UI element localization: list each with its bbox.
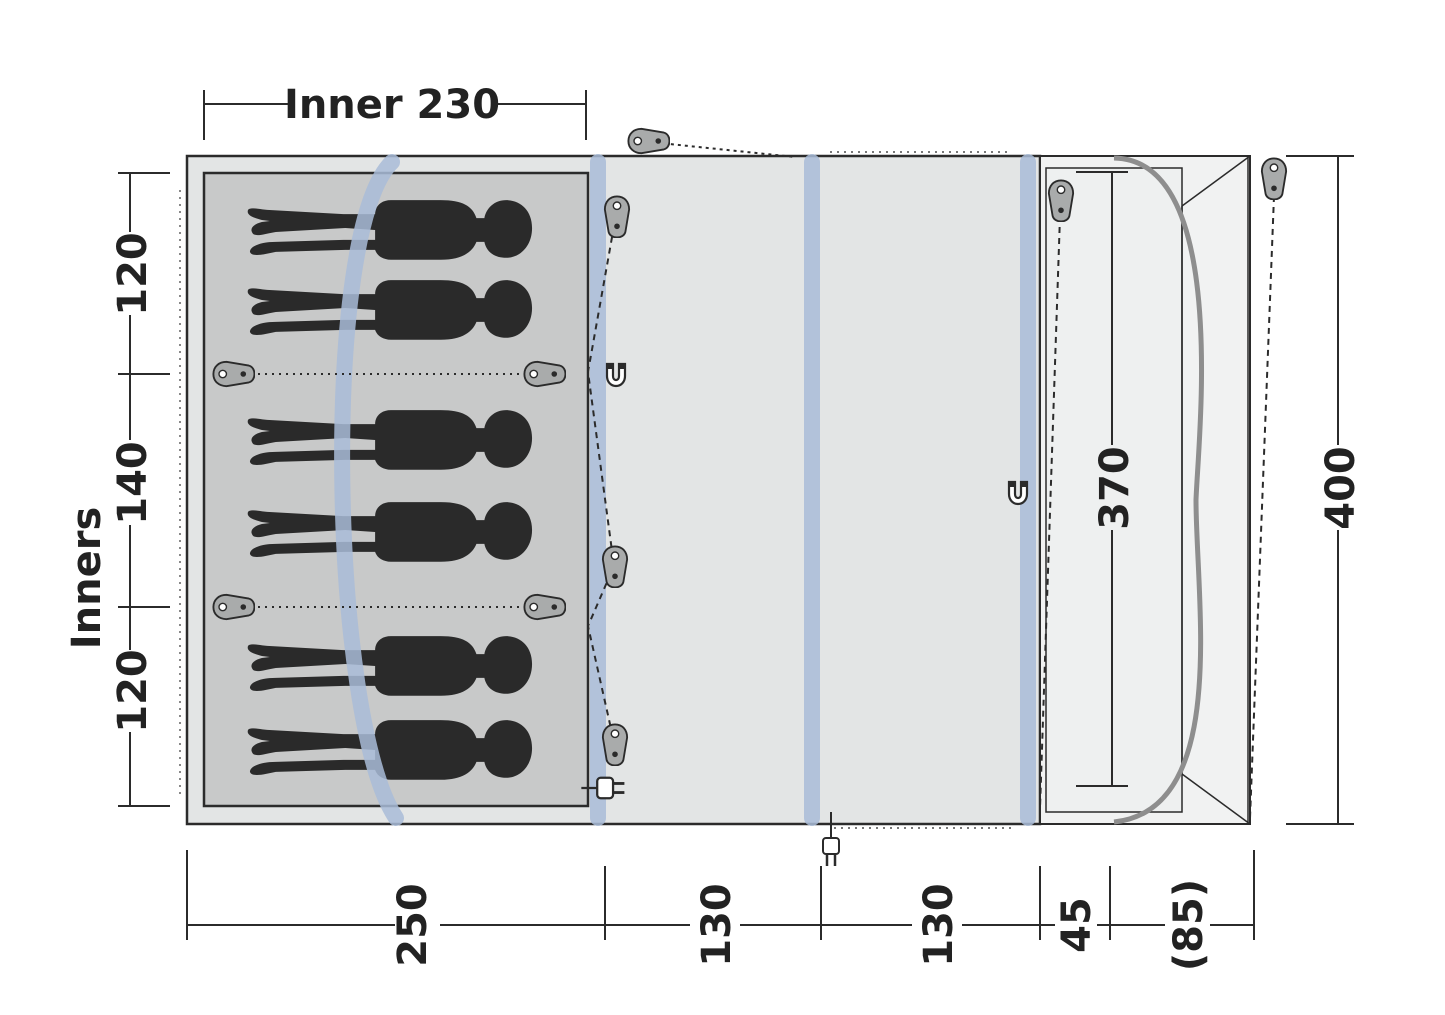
air-beam-curved <box>334 154 404 826</box>
peg-icon <box>603 195 631 238</box>
peg-icon <box>1047 179 1075 222</box>
air-beams <box>334 154 1036 826</box>
power-plug-icon <box>822 812 840 866</box>
peg-icon <box>627 127 670 155</box>
peg-icon <box>523 360 566 388</box>
peg-icon <box>212 360 255 388</box>
peg-icon <box>523 593 566 621</box>
canopy-pole <box>1113 155 1205 825</box>
left-middle-dimension: 140 <box>110 441 156 525</box>
peg-icon <box>601 545 629 588</box>
inners-side-label: Inners <box>64 507 110 650</box>
dimension-lines <box>118 90 1354 940</box>
porch-depth-dimension: 370 <box>1092 446 1138 530</box>
bottom-dimension-1: 250 <box>390 883 436 967</box>
peg-icon <box>212 593 255 621</box>
bottom-dimension-4: 45 <box>1054 897 1100 953</box>
bottom-dimension-2: 130 <box>694 883 740 967</box>
bottom-dimension-3: 130 <box>916 883 962 967</box>
inner-bedroom <box>202 171 590 808</box>
bottom-dimension-5: (85) <box>1166 879 1212 971</box>
left-top-dimension: 120 <box>110 232 156 316</box>
left-bottom-dimension: 120 <box>110 649 156 733</box>
peg-icon <box>1260 157 1288 200</box>
inner-width-label: Inner 230 <box>284 82 500 128</box>
total-depth-dimension: 400 <box>1318 446 1364 530</box>
peg-icon <box>601 723 629 766</box>
